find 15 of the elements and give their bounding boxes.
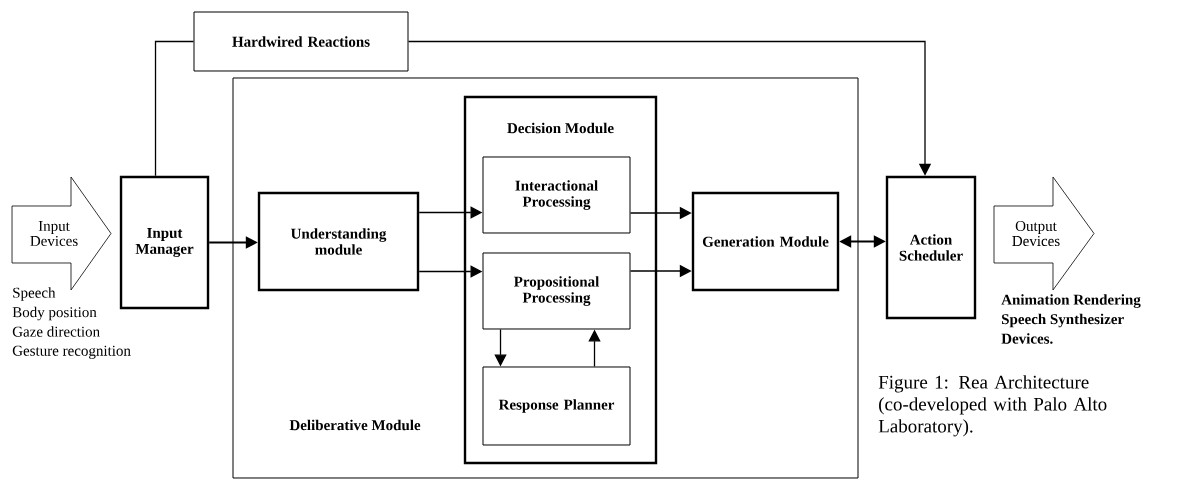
process-box: Understanding module xyxy=(257,191,420,292)
device-list-item: Animation Rendering xyxy=(1001,294,1141,308)
device-list-item: Body position xyxy=(12,306,97,321)
process-box: Generation Module xyxy=(691,191,840,292)
process-box: Propositional Processing xyxy=(482,252,631,330)
process-box: Input Manager xyxy=(119,175,210,310)
process-box: Response Planner xyxy=(482,366,631,446)
device-list-item: Gaze direction xyxy=(12,326,100,337)
device-list-item: Speech Synthesizer xyxy=(1002,313,1124,328)
process-box: Interactional Processing xyxy=(482,156,631,234)
figure-caption: Figure 1: Rea Architecture (co-developed with Palo Alto Laboratory). xyxy=(878,375,1107,437)
device-list-item: Devices. xyxy=(1001,333,1053,344)
process-box: Hardwired Reactions xyxy=(193,11,409,72)
device-list-item: Gesture recognition xyxy=(12,345,131,359)
process-box: Action Scheduler xyxy=(885,175,977,320)
